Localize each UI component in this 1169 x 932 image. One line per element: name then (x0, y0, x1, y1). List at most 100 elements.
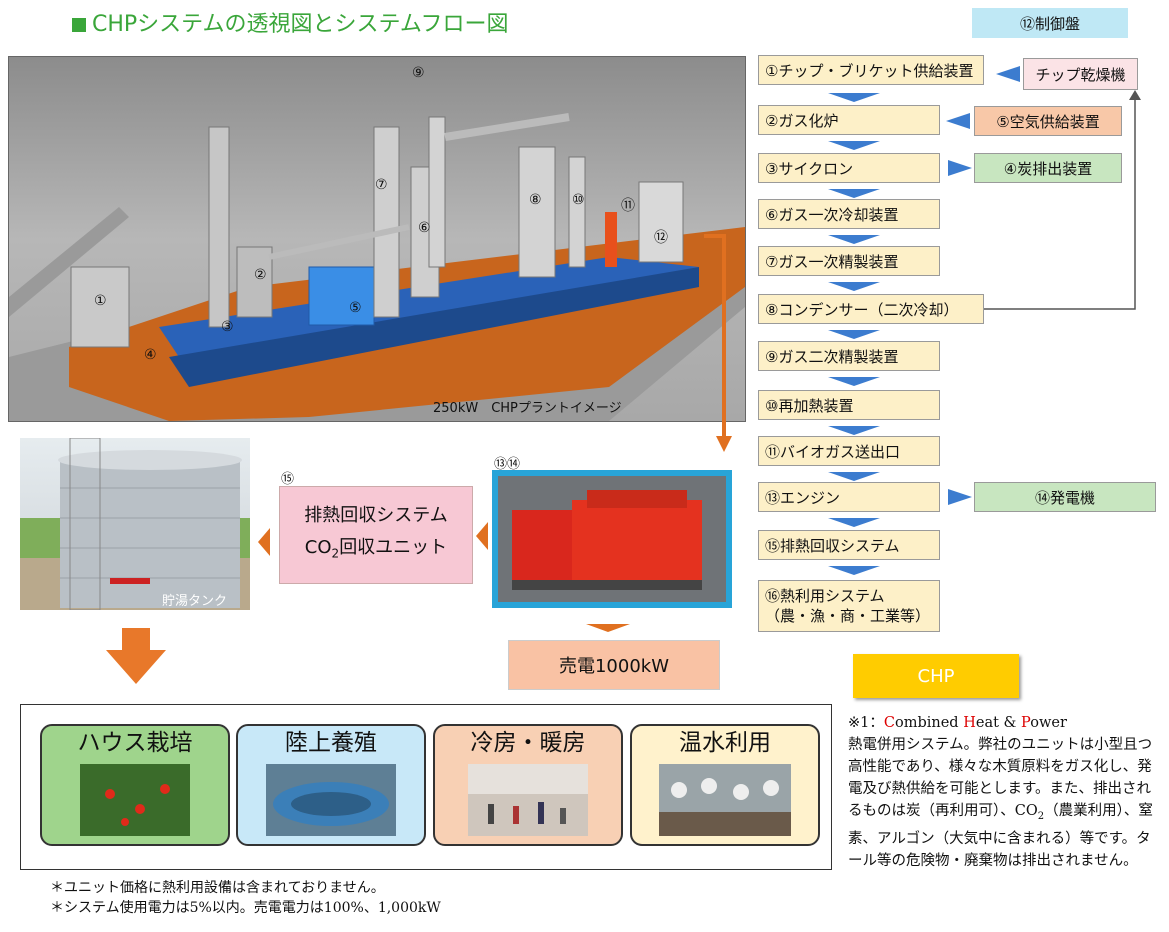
co2-unit-text: 回収ユニット (339, 537, 448, 559)
plant-label-5: ⑤ (349, 300, 362, 316)
note-body-a: 熱電併用システム。弊社のユニットは小型且つ高性能であり、様々な木質原料をガス化し… (848, 737, 1153, 819)
chimney (208, 126, 230, 328)
note-body: 熱電併用システム。弊社のユニットは小型且つ高性能であり、様々な木質原料をガス化し… (848, 734, 1158, 872)
flow-arrow-down-icon (828, 282, 880, 291)
column-7 (373, 126, 400, 318)
note-prefix: ※1： (848, 715, 884, 731)
plant-drawing (9, 113, 745, 421)
flow-arrow-down-icon (828, 93, 880, 102)
note-eat: eat & (975, 715, 1022, 731)
use-card-aquaculture: 陸上養殖 (236, 724, 426, 846)
footnote-1: ＊ユニット価格に熱利用設備は含まれておりません。 (50, 880, 385, 896)
heat-recovery-box: 排熱回収システム CO2回収ユニット (279, 486, 473, 584)
char-discharge-box: ④炭排出装置 (974, 153, 1122, 183)
plant-caption: 250kW CHPプラントイメージ (433, 401, 622, 416)
flow-step-3: ③サイクロン (758, 153, 940, 183)
flow-step-16-line2: （農・漁・商・工業等） (765, 607, 931, 625)
arrow-left-icon (946, 113, 970, 129)
flow-arrow-down-icon (828, 566, 880, 575)
engine-label: ⑬⑭ (494, 457, 521, 472)
dryer-box: チップ乾燥機 (1023, 58, 1138, 90)
flow-step-7: ⑦ガス一次精製装置 (758, 246, 940, 276)
plant-perspective-image: ① ② ③ ④ ⑤ ⑥ ⑦ ⑧ ⑨ ⑩ ⑪ ⑫ 250kW CHPプラントイメー… (8, 56, 746, 422)
plant-label-2: ② (254, 267, 267, 283)
note-c: C (883, 715, 895, 731)
plant-label-4: ④ (144, 347, 157, 363)
air-supply-box: ⑤空気供給装置 (974, 106, 1122, 136)
hot-water-tank-photo: 貯湯タンク (20, 438, 250, 610)
condenser-8 (518, 146, 556, 278)
flow-step-13: ⑬エンジン (758, 482, 940, 512)
conveyor (9, 207, 129, 317)
plant-label-11: ⑪ (621, 198, 635, 214)
chp-definition: ※1：Combined Heat & Power (848, 712, 1158, 734)
page-title: CHPシステムの透視図とシステムフロー図 (72, 6, 509, 38)
flow-arrow-down-icon (828, 472, 880, 481)
mall-photo (468, 764, 588, 836)
use-card-label: 温水利用 (679, 730, 771, 756)
flow-step-16: ⑯熱利用システム （農・漁・商・工業等） (758, 580, 940, 632)
gasifier (236, 246, 273, 318)
flow-step-10: ⑩再加熱装置 (758, 390, 940, 420)
plant-label-6: ⑥ (418, 220, 431, 236)
flow-arrow-down-icon (828, 518, 880, 527)
plant-label-10: ⑩ (572, 192, 585, 208)
flow-step-9: ⑨ガス二次精製装置 (758, 341, 940, 371)
note-ower: ower (1030, 715, 1067, 731)
column-9 (428, 116, 446, 268)
heat-recovery-number: ⑮ (281, 472, 295, 487)
use-card-hot-water: 温水利用 (630, 724, 820, 846)
heat-recovery-line1: 排熱回収システム (304, 505, 448, 527)
plant-skid (159, 257, 699, 357)
feedback-arrow (984, 90, 1141, 310)
plant-label-7: ⑦ (375, 177, 388, 193)
note-p: P (1021, 715, 1031, 731)
orange-connector-arrow (704, 234, 732, 452)
plant-skid-front (169, 267, 699, 387)
heat-recovery-line2: CO2回収ユニット (305, 532, 447, 570)
note-h: H (963, 715, 976, 731)
engine-generator-photo (492, 470, 732, 608)
note-body-b: （農業利用）、窒素、アルゴン（大気中に含まれる）等です。タール等の危険物・廃棄物… (848, 803, 1153, 869)
control-panel-label: ⑫制御盤 (972, 8, 1128, 38)
control-cabinet-12 (638, 181, 684, 263)
reheater-10 (568, 156, 586, 268)
sell-power-box: 売電1000kW (508, 640, 720, 690)
flow-arrow-down-icon (828, 330, 880, 339)
supply-hopper (70, 266, 130, 348)
arrow-left-icon (996, 66, 1020, 82)
gas-outlet-11 (605, 212, 617, 267)
flow-arrow-down-icon (828, 189, 880, 198)
flow-step-6: ⑥ガス一次冷却装置 (758, 199, 940, 229)
arrow-right-icon (948, 489, 972, 505)
footnotes: ＊ユニット価格に熱利用設備は含まれておりません。 ＊システム使用電力は5%以内。… (50, 878, 441, 918)
use-card-label: 陸上養殖 (285, 730, 377, 756)
orange-arrow-left-icon (476, 522, 488, 550)
use-card-label: 冷房・暖房 (470, 730, 586, 756)
flow-step-2: ②ガス化炉 (758, 105, 940, 135)
flow-step-8: ⑧コンデンサー（二次冷却） (758, 294, 984, 324)
big-orange-down-arrow-icon (106, 628, 166, 684)
use-card-air-conditioning: 冷房・暖房 (433, 724, 623, 846)
orange-arrow-down-icon (586, 624, 630, 632)
use-card-greenhouse: ハウス栽培 (40, 724, 230, 846)
note-subscript: 2 (1037, 810, 1045, 822)
flow-step-1: ①チップ・ブリケット供給装置 (758, 55, 984, 85)
flow-step-16-line1: ⑯熱利用システム (765, 587, 885, 605)
co-text: CO (304, 537, 332, 559)
flow-arrow-down-icon (828, 141, 880, 150)
use-card-label: ハウス栽培 (77, 730, 193, 756)
air-supply-box (308, 266, 375, 326)
note-ombined: ombined (894, 715, 964, 731)
flow-step-11: ⑪バイオガス送出口 (758, 436, 940, 466)
flow-arrow-down-icon (828, 377, 880, 386)
co2-subscript: 2 (331, 546, 340, 561)
arrow-right-icon (948, 160, 972, 176)
chp-badge: CHP (853, 654, 1019, 698)
chp-note: ※1：Combined Heat & Power 熱電併用システム。弊社のユニッ… (848, 712, 1158, 872)
flow-arrow-down-icon (828, 426, 880, 435)
aquaculture-photo (266, 764, 396, 836)
factory-photo (659, 764, 791, 836)
plant-label-12: ⑫ (654, 230, 668, 246)
title-text: CHPシステムの透視図とシステムフロー図 (92, 12, 509, 37)
